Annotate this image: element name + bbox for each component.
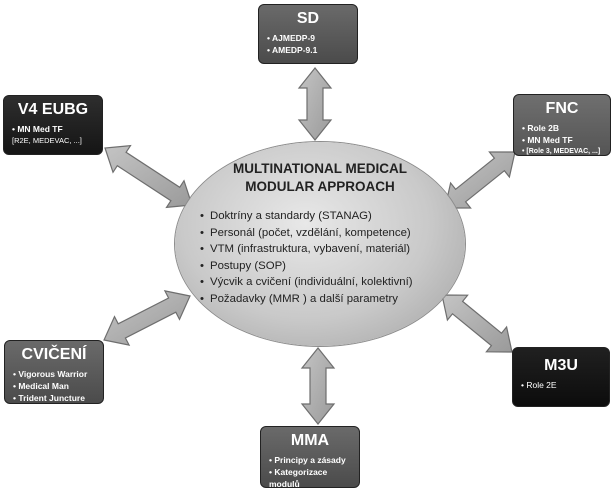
box-sd-item: AJMEDP-9 [267,32,349,44]
box-sd-title: SD [296,10,320,27]
center-item: Doktríny a standardy (STANAG) [200,208,413,225]
box-m3u-item: Role 2E [521,379,601,391]
arrow-mma [300,347,336,425]
box-cviceni-item: Trident Juncture [13,392,95,404]
box-fnc-title: FNC [545,100,579,117]
center-item: VTM (infrastruktura, vybavení, materiál) [200,241,413,258]
box-sd-list: AJMEDP-9 AMEDP-9.1 [267,32,349,56]
center-title-line1: MULTINATIONAL MEDICAL [233,161,407,176]
arrow-m3u [441,294,513,353]
box-v4-list: MN Med TF [R2E, MEDEVAC, ...] [12,123,94,147]
box-mma-item: Kategorizace modulů [269,466,351,490]
box-mma-title: MMA [290,432,330,449]
box-v4-title: V4 EUBG [17,101,89,118]
box-fnc-item: Role 2B [522,122,602,134]
center-item: Personál (počet, vzdělání, kompetence) [200,225,413,242]
box-cviceni: CVIČENÍ Vigorous Warrior Medical Man Tri… [4,340,104,404]
box-mma-item: Principy a zásady [269,454,351,466]
center-item: Postupy (SOP) [200,258,413,275]
center-list: Doktríny a standardy (STANAG) Personál (… [200,208,413,307]
box-fnc-list: Role 2B MN Med TF [Role 3, MEDEVAC, ...] [522,122,602,158]
center-title-line2: MODULAR APPROACH [245,179,395,194]
box-fnc: FNC Role 2B MN Med TF [Role 3, MEDEVAC, … [513,94,611,156]
center-item: Požadavky (MMR ) a další parametry [200,291,413,308]
box-sd-item: AMEDP-9.1 [267,44,349,56]
box-v4-eubg: V4 EUBG MN Med TF [R2E, MEDEVAC, ...] [3,95,103,155]
box-cviceni-item: Medical Man [13,380,95,392]
arrow-sd [297,67,333,141]
center-title: MULTINATIONAL MEDICAL MODULAR APPROACH [175,160,465,196]
box-cviceni-title: CVIČENÍ [21,346,87,363]
box-v4-note: [R2E, MEDEVAC, ...] [12,136,82,145]
box-m3u: M3U Role 2E [512,347,610,407]
box-cviceni-item: Vigorous Warrior [13,368,95,380]
box-fnc-item: [Role 3, MEDEVAC, ...] [522,146,602,158]
box-mma-list: Principy a zásady Kategorizace modulů CO… [269,454,351,502]
box-v4-item: MN Med TF [12,123,94,135]
box-m3u-list: Role 2E [521,379,601,391]
box-mma: MMA Principy a zásady Kategorizace modul… [260,426,360,501]
arrow-cviceni [103,290,191,346]
center-item: Výcvik a cvičení (individuální, kolektiv… [200,274,413,291]
box-sd: SD AJMEDP-9 AMEDP-9.1 [258,4,358,64]
box-cviceni-list: Vigorous Warrior Medical Man Trident Jun… [13,368,95,404]
box-m3u-title: M3U [544,357,578,374]
box-fnc-item: MN Med TF [522,134,602,146]
